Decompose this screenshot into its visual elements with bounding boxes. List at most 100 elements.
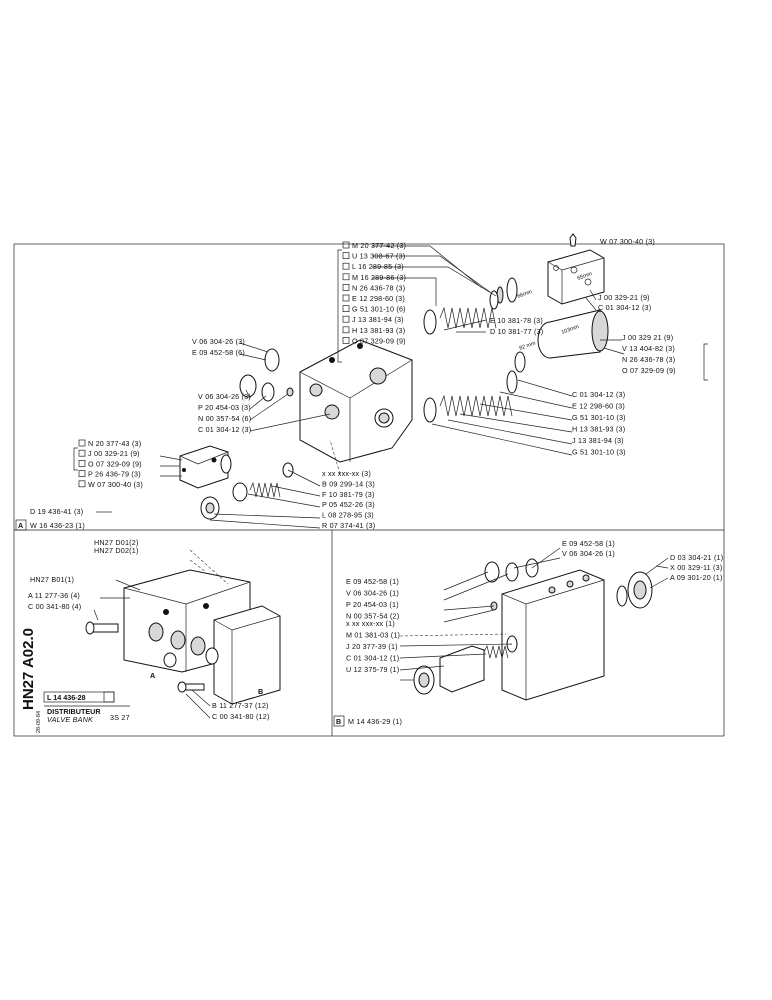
- label-marker: [342, 294, 350, 302]
- label-marker: [78, 480, 86, 488]
- part-label-top-right: V 13 404-82 (3): [622, 344, 675, 353]
- label-marker: [342, 315, 350, 323]
- part-label-section-b-top: E 09 452-58 (1): [562, 539, 615, 548]
- part-label-stack: L 16 289-85 (3): [352, 262, 404, 271]
- label-marker: [342, 273, 350, 281]
- part-label-section-b-left: E 09 452-58 (1): [346, 577, 399, 586]
- part-label-assembly: A 11 277-36 (4): [28, 591, 80, 600]
- part-label-section-b-right: A 09 301-20 (1): [670, 573, 723, 582]
- section-b-letter: B: [336, 717, 341, 726]
- part-label-top-right: C 01 304-12 (3): [598, 303, 651, 312]
- part-label-left-upper: V 06 304-26 (3): [192, 337, 245, 346]
- part-label-left-group: O 07 329-09 (9): [88, 459, 142, 468]
- part-label-top-right: J 00 329 21 (9): [622, 333, 673, 342]
- part-label-lower-center: P 05 452-26 (3): [322, 500, 375, 509]
- group-bracket: [73, 447, 78, 471]
- part-label-stack: E 12 298-60 (3): [352, 294, 405, 303]
- label-marker: [342, 262, 350, 270]
- section-a-box: [15, 519, 27, 531]
- section-b-box: [333, 715, 345, 727]
- part-label-d: D 19 436-41 (3): [30, 507, 83, 516]
- part-label-section-b-left: x xx xxx-xx (1): [346, 619, 395, 628]
- part-label-left-mid: P 20 454-03 (3): [198, 403, 251, 412]
- part-label-right-column: C 01 304-12 (3): [572, 390, 625, 399]
- part-label-section-b-right: X 00 329-11 (3): [670, 563, 722, 572]
- part-label-section-b-left: N 00 357-54 (2): [346, 612, 399, 621]
- part-label-top-right: N 26 436-78 (3): [622, 355, 675, 364]
- title-model: 3S 27: [110, 713, 130, 722]
- part-label-mid: D 10 381-77 (3): [490, 327, 543, 336]
- part-label-assembly: C 00 341-80 (4): [28, 602, 81, 611]
- part-label-lower-center: B 09 299-14 (3): [322, 479, 375, 488]
- label-marker: [342, 326, 350, 334]
- drawing-number: HN27 A02.0: [20, 628, 37, 710]
- label-marker: [78, 470, 86, 477]
- part-label-stack: J 13 381-94 (3): [352, 315, 404, 324]
- part-label-section-b-left: U 12 375-79 (1): [346, 665, 399, 674]
- part-label-right-column: H 13 381-93 (3): [572, 425, 625, 434]
- callout-hn27-d01: HN27 D01(2): [94, 538, 139, 547]
- title-ref: L 14 436-28: [47, 693, 86, 702]
- section-b-body: [413, 558, 653, 701]
- sheet-frame: [13, 243, 725, 737]
- callout-hn27-d02: HN27 D02(1): [94, 546, 139, 555]
- part-label-section-b-left: V 06 304-26 (1): [346, 589, 399, 598]
- part-label-left-group: P 26 436-79 (3): [88, 470, 141, 479]
- part-label-section-b-top: V 06 304-26 (1): [562, 549, 615, 558]
- part-label-stack: M 20 377-42 (3): [352, 241, 406, 250]
- part-label-left-upper: E 09 452-58 (6): [192, 348, 245, 357]
- callout-b: B: [258, 687, 263, 696]
- valve-body-central: [299, 339, 413, 463]
- valve-bank-assembly: [85, 569, 281, 705]
- part-label-lower-center: F 10 381-79 (3): [322, 490, 375, 499]
- group-bracket: [703, 343, 708, 381]
- label-marker: [342, 241, 350, 249]
- part-label-lower-center: L 08 278-95 (3): [322, 511, 374, 520]
- part-label-right-column: J 13 381-94 (3): [572, 436, 624, 445]
- dim-label: 65mm: [577, 271, 594, 282]
- upper-spring-row: [423, 290, 499, 335]
- part-label-top-right: O 07 329-09 (9): [622, 366, 676, 375]
- part-label-stack: N 26 436-78 (3): [352, 283, 405, 292]
- part-label-left-group: W 07 300-40 (3): [88, 480, 143, 489]
- part-label-stack: G 51 301-10 (6): [352, 305, 406, 314]
- part-label-section-b-right: D 03 304-21 (1): [670, 553, 723, 562]
- section-a-letter: A: [18, 521, 23, 530]
- title-name-en: VALVE BANK: [47, 715, 94, 724]
- label-marker: [342, 284, 350, 291]
- part-label-left-mid: C 01 304-12 (3): [198, 425, 251, 434]
- left-cap-assembly: [179, 445, 232, 489]
- part-label-assembly: C 00 341-80 (12): [212, 712, 270, 721]
- callout-hn27-b01: HN27 B01(1): [30, 575, 74, 584]
- group-bracket: [337, 249, 342, 363]
- part-label-right-column: G 51 301-10 (3): [572, 448, 626, 457]
- part-label-top-right: W 07 300-40 (3): [600, 237, 655, 246]
- part-label-stack: M 16 289-86 (3): [352, 273, 406, 282]
- part-label-lower-center: R 07 374-41 (3): [322, 521, 375, 530]
- title-name-fr: DISTRIBUTEUR: [47, 707, 101, 716]
- part-label-section-b-left: P 20 454-03 (1): [346, 600, 399, 609]
- part-label-section-b-left: M 01 381-03 (1): [346, 631, 400, 640]
- part-label-right-column: E 12 298-60 (3): [572, 402, 625, 411]
- part-label-right-column: G 51 301-10 (3): [572, 413, 626, 422]
- label-marker: [342, 337, 350, 344]
- part-label-stack: O 07 329-09 (9): [352, 336, 406, 345]
- title-ref-marker: [103, 691, 115, 703]
- part-label-stack: U 13 308-67 (3): [352, 252, 405, 261]
- lower-spring-row: [423, 370, 518, 423]
- part-label-assembly: B 11 277-37 (12): [212, 701, 269, 710]
- label-marker: [342, 305, 350, 312]
- leader-lines: [93, 245, 669, 719]
- part-label-mid: E 10 381-78 (3): [490, 316, 543, 325]
- part-label-top-right: J 00 329-21 (9): [598, 293, 650, 302]
- part-label-left-group: N 20 377-43 (3): [88, 439, 141, 448]
- label-marker: [78, 460, 86, 467]
- part-label-lower-center: x xx xxx-xx (3): [322, 469, 371, 478]
- section-b-ref: M 14 436-29 (1): [348, 717, 402, 726]
- label-marker: [78, 439, 86, 447]
- drawing-date: 28-09-84: [36, 711, 42, 733]
- dim-label: 66mm: [517, 289, 534, 300]
- part-label-left-mid: N 00 357-54 (6): [198, 414, 251, 423]
